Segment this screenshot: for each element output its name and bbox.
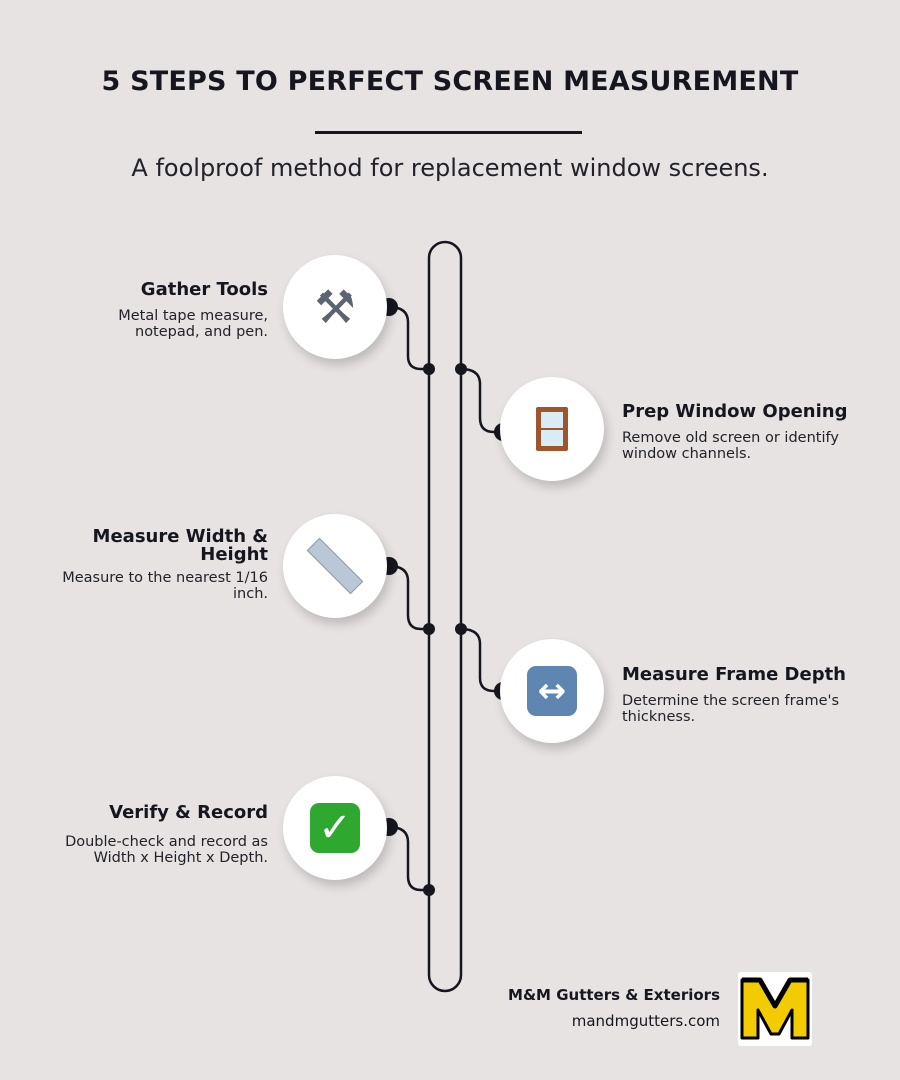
step-2-title: Prep Window Opening — [622, 401, 848, 422]
timeline-node-step-5 — [423, 884, 435, 896]
hammer-and-wrench-icon: ⚒ — [314, 280, 356, 334]
check-mark-icon: ✓ — [310, 803, 360, 853]
step-3-title: Measure Width & Height — [92, 526, 268, 565]
step-5-description: Double-check and record as Width x Heigh… — [65, 834, 268, 866]
page-subtitle: A foolproof method for replacement windo… — [131, 154, 769, 182]
brand-name: M&M Gutters & Exteriors — [508, 986, 720, 1004]
timeline-node-step-3 — [423, 623, 435, 635]
brand-url[interactable]: mandmgutters.com — [571, 1012, 720, 1030]
step-3-icon-circle — [283, 514, 387, 618]
step-1-icon-circle: ⚒ — [283, 255, 387, 359]
title-divider — [315, 131, 582, 134]
step-5-icon-circle: ✓ — [283, 776, 387, 880]
step-3-description: Measure to the nearest 1/16 inch. — [62, 570, 268, 602]
step-2-icon-circle — [500, 377, 604, 481]
step-5-title: Verify & Record — [109, 802, 268, 823]
timeline-track — [427, 240, 463, 993]
step-4-description: Determine the screen frame's thickness. — [622, 693, 840, 725]
connector-step-2 — [460, 367, 503, 434]
window-icon — [536, 407, 568, 451]
connector-step-5 — [388, 825, 429, 892]
step-4-icon-circle: ↔ — [500, 639, 604, 743]
page-title: 5 STEPS TO PERFECT SCREEN MEASUREMENT — [101, 66, 799, 97]
ruler-icon — [306, 537, 364, 595]
timeline-node-step-4 — [455, 623, 467, 635]
connector-step-3 — [388, 564, 429, 631]
timeline-node-step-1 — [423, 363, 435, 375]
step-1-title: Gather Tools — [140, 279, 268, 300]
timeline-node-step-2 — [455, 363, 467, 375]
connector-step-1 — [388, 305, 429, 371]
brand-logo — [738, 972, 812, 1046]
step-4-title: Measure Frame Depth — [622, 664, 846, 685]
connector-step-4 — [460, 627, 503, 693]
step-2-description: Remove old screen or identify window cha… — [622, 430, 839, 462]
step-1-description: Metal tape measure, notepad, and pen. — [118, 308, 268, 340]
left-right-arrow-icon: ↔ — [527, 666, 577, 716]
